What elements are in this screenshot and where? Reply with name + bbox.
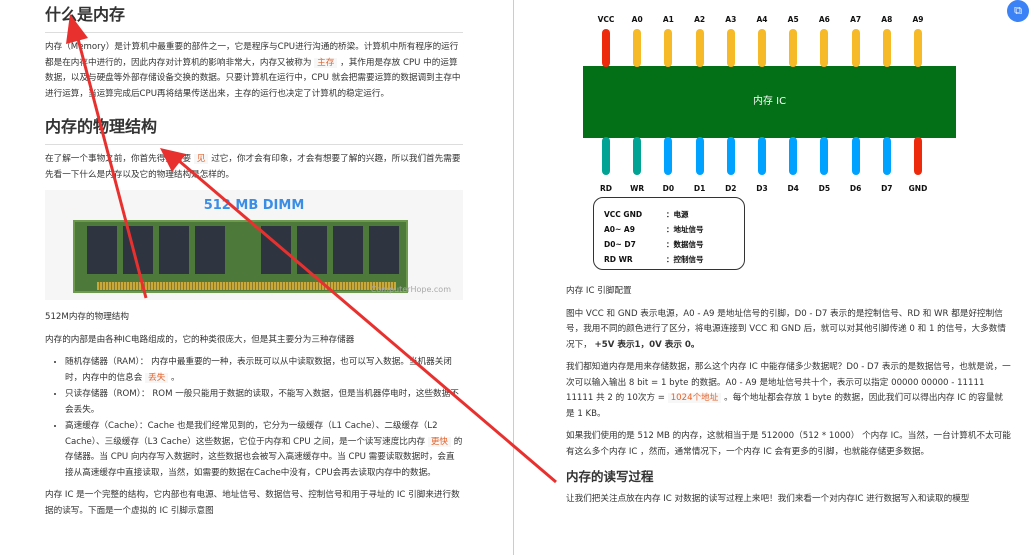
list-item: 高速缓存（Cache）：Cache 也是我们经常见到的，它分为一级缓存（L1 C… xyxy=(65,419,463,481)
dimm-image: 512 MB DIMM ComputerHope.com xyxy=(45,190,463,300)
paragraph: 内存 IC 是一个完整的结构，它内部也有电源、地址信号、数据信号、控制信号和用于… xyxy=(45,490,460,516)
pin-label: A4 xyxy=(756,15,768,24)
list-item: 随机存储器（RAM）： 内存中最重要的一种，表示既可以从中读取数据，也可以写入数… xyxy=(65,355,463,386)
pin-label: D5 xyxy=(818,184,831,193)
paragraph: 内存（Memory）是计算机中最重要的部件之一，它是程序与CPU进行沟通的桥梁。… xyxy=(45,42,461,99)
paragraph: 我们都知道内存是用来存储数据，那么这个内存 IC 中能存储多少数据呢？D0 - … xyxy=(566,362,1011,419)
heading-what-is-memory: 什么是内存 xyxy=(45,4,463,33)
pin xyxy=(602,29,610,67)
pin xyxy=(882,29,891,67)
pin xyxy=(758,29,766,67)
pin-label: A3 xyxy=(725,15,737,24)
pin xyxy=(882,137,891,175)
pin-label: D4 xyxy=(787,184,799,193)
floating-action-icon[interactable]: ⧉ xyxy=(1007,0,1029,22)
pin xyxy=(820,137,829,175)
ic-chip: 内存 IC xyxy=(583,66,956,138)
pin xyxy=(789,137,798,175)
pin xyxy=(914,137,922,175)
pin-label: D6 xyxy=(849,184,862,193)
inline-code: 主存 xyxy=(314,57,338,68)
pin xyxy=(664,29,673,67)
pin-label: D3 xyxy=(756,184,768,193)
pin xyxy=(851,137,860,175)
pin xyxy=(758,137,766,175)
pin-label: D1 xyxy=(693,184,706,193)
pin xyxy=(914,29,922,67)
paragraph: 在了解一个事物之前，你首先得先需要 见 过它，你才会有印象，才会有想要了解的兴趣… xyxy=(45,154,461,180)
ic-pin-diagram: 内存 IC VCC GND：电源 A0~ A9：地址信号 D0~ D7：数据信号… xyxy=(566,0,1011,280)
paragraph: 如果我们使用的是 512 MB 的内存，这就相当于是 512000（512 * … xyxy=(566,431,1011,457)
pin xyxy=(633,29,642,67)
list-item: 只读存储器（ROM）： ROM 一般只能用于数据的读取，不能写入数据，但是当机器… xyxy=(65,387,463,418)
pin-label: A2 xyxy=(694,15,706,24)
heading-physical-structure: 内存的物理结构 xyxy=(45,116,463,145)
paragraph: 内存的内部是由各种IC电路组成的，它的种类很庞大，但是其主要分为三种存储器 xyxy=(45,334,355,345)
left-page: 什么是内存 内存（Memory）是计算机中最重要的部件之一，它是程序与CPU进行… xyxy=(45,0,463,526)
pin xyxy=(820,29,829,67)
pin xyxy=(726,137,735,175)
pin-label: VCC xyxy=(597,15,615,24)
pin xyxy=(664,137,673,175)
pin-label: A5 xyxy=(787,15,799,24)
watermark: ComputerHope.com xyxy=(370,284,451,294)
pin xyxy=(695,137,704,175)
pin-label: A7 xyxy=(850,15,862,24)
pin-label: RD xyxy=(599,184,612,193)
pin-label: WR xyxy=(630,184,645,193)
dimm-board xyxy=(73,220,408,293)
image-caption: 512M内存的物理结构 xyxy=(45,312,129,322)
pin xyxy=(726,29,735,67)
diagram-caption: 内存 IC 引脚配置 xyxy=(566,286,632,296)
pin-label: A1 xyxy=(662,15,674,24)
pin-label: D7 xyxy=(881,184,893,193)
pin-label: A8 xyxy=(881,15,893,24)
pin-label: GND xyxy=(908,184,928,193)
pin-label: D0 xyxy=(662,184,675,193)
pin xyxy=(695,29,704,67)
pin xyxy=(602,137,610,175)
paragraph: 图中 VCC 和 GND 表示电源，A0 - A9 是地址信号的引脚，D0 - … xyxy=(566,308,1006,350)
pin-label: A6 xyxy=(818,15,830,24)
paragraph: 让我们把关注点放在内存 IC 对数据的读写过程上来吧！我们来看一个对内存IC 进… xyxy=(566,494,970,504)
page-divider xyxy=(513,0,514,555)
right-page: 内存 IC VCC GND：电源 A0~ A9：地址信号 D0~ D7：数据信号… xyxy=(566,0,1011,515)
pin xyxy=(633,137,642,175)
memory-types-list: 随机存储器（RAM）： 内存中最重要的一种，表示既可以从中读取数据，也可以写入数… xyxy=(65,355,463,481)
pin-label: A0 xyxy=(631,15,643,24)
pin-label: D2 xyxy=(725,184,737,193)
pin xyxy=(851,29,860,67)
pin xyxy=(789,29,798,67)
pin-legend: VCC GND：电源 A0~ A9：地址信号 D0~ D7：数据信号 RD WR… xyxy=(593,197,745,270)
heading-read-write-process: 内存的读写过程 xyxy=(566,469,654,484)
pin-label: A9 xyxy=(912,15,924,24)
inline-code: 见 xyxy=(193,154,209,164)
